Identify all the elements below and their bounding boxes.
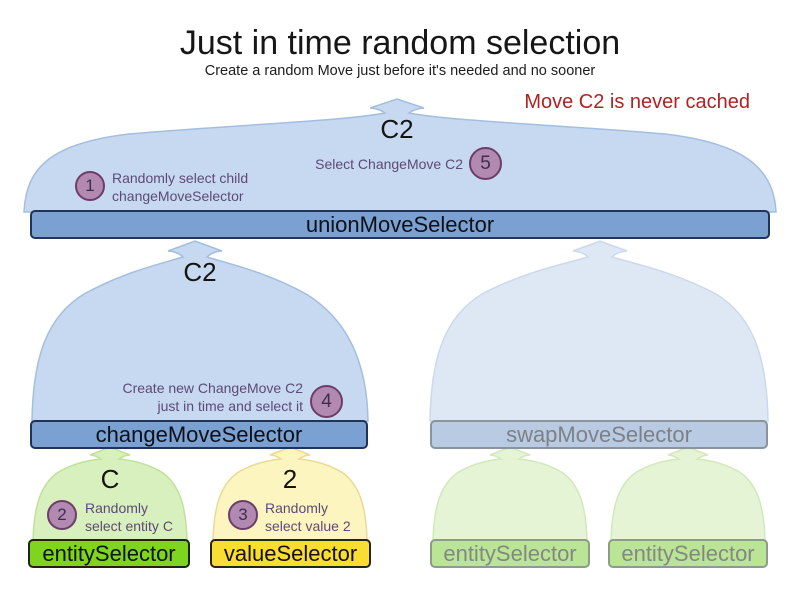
step-1-note-line1: Randomly select child <box>112 170 249 186</box>
change-mound-shape <box>31 240 369 422</box>
step-3-circle: 3 <box>228 500 258 530</box>
change-move-selector-bar: changeMoveSelector <box>30 420 368 449</box>
warning-text: Move C2 is never cached <box>524 91 750 113</box>
faded-entity-selector-bar-right: entitySelector <box>608 539 768 568</box>
step-2-circle: 2 <box>47 500 77 530</box>
page-title: Just in time random selection <box>179 24 621 62</box>
step-4-note-line2: just in time and select it <box>157 398 303 414</box>
union-move-selector-bar: unionMoveSelector <box>30 210 770 239</box>
faded-entity-selector-bar-left: entitySelector <box>430 539 590 568</box>
faded-entity-mound-left-shape <box>432 446 588 541</box>
step-4-note-line1: Create new ChangeMove C2 <box>122 380 303 396</box>
step-5-note-line1: Select ChangeMove C2 <box>315 156 463 172</box>
step-3-note: Randomly select value 2 <box>265 499 351 535</box>
step-1-circle: 1 <box>75 171 105 201</box>
entity-cache-label: C <box>100 464 120 494</box>
step-1-note: Randomly select child changeMoveSelector <box>112 169 248 205</box>
step-3-note-line2: select value 2 <box>265 518 351 534</box>
step-3-note-line1: Randomly <box>265 500 329 516</box>
union-cache-label: C2 <box>380 114 414 144</box>
step-5-circle: 5 <box>469 147 502 180</box>
step-2-note-line1: Randomly <box>85 500 149 516</box>
entity-selector-bar: entitySelector <box>28 539 190 568</box>
step-1-note-line2: changeMoveSelector <box>112 188 244 204</box>
value-selector-bar: valueSelector <box>210 539 371 568</box>
step-2-note-line2: select entity C <box>85 518 173 534</box>
page-subtitle: Create a random Move just before it's ne… <box>204 63 596 79</box>
step-4-note: Create new ChangeMove C2 just in time an… <box>122 379 303 415</box>
swap-mound-shape <box>429 240 769 422</box>
value-cache-label: 2 <box>282 464 298 494</box>
change-cache-label: C2 <box>183 257 217 287</box>
union-mound-shape <box>23 98 777 213</box>
step-4-circle: 4 <box>310 385 343 418</box>
step-2-note: Randomly select entity C <box>85 499 173 535</box>
faded-entity-mound-right-shape <box>610 446 766 541</box>
swap-move-selector-bar: swapMoveSelector <box>430 420 768 449</box>
step-5-note: Select ChangeMove C2 <box>315 155 463 173</box>
